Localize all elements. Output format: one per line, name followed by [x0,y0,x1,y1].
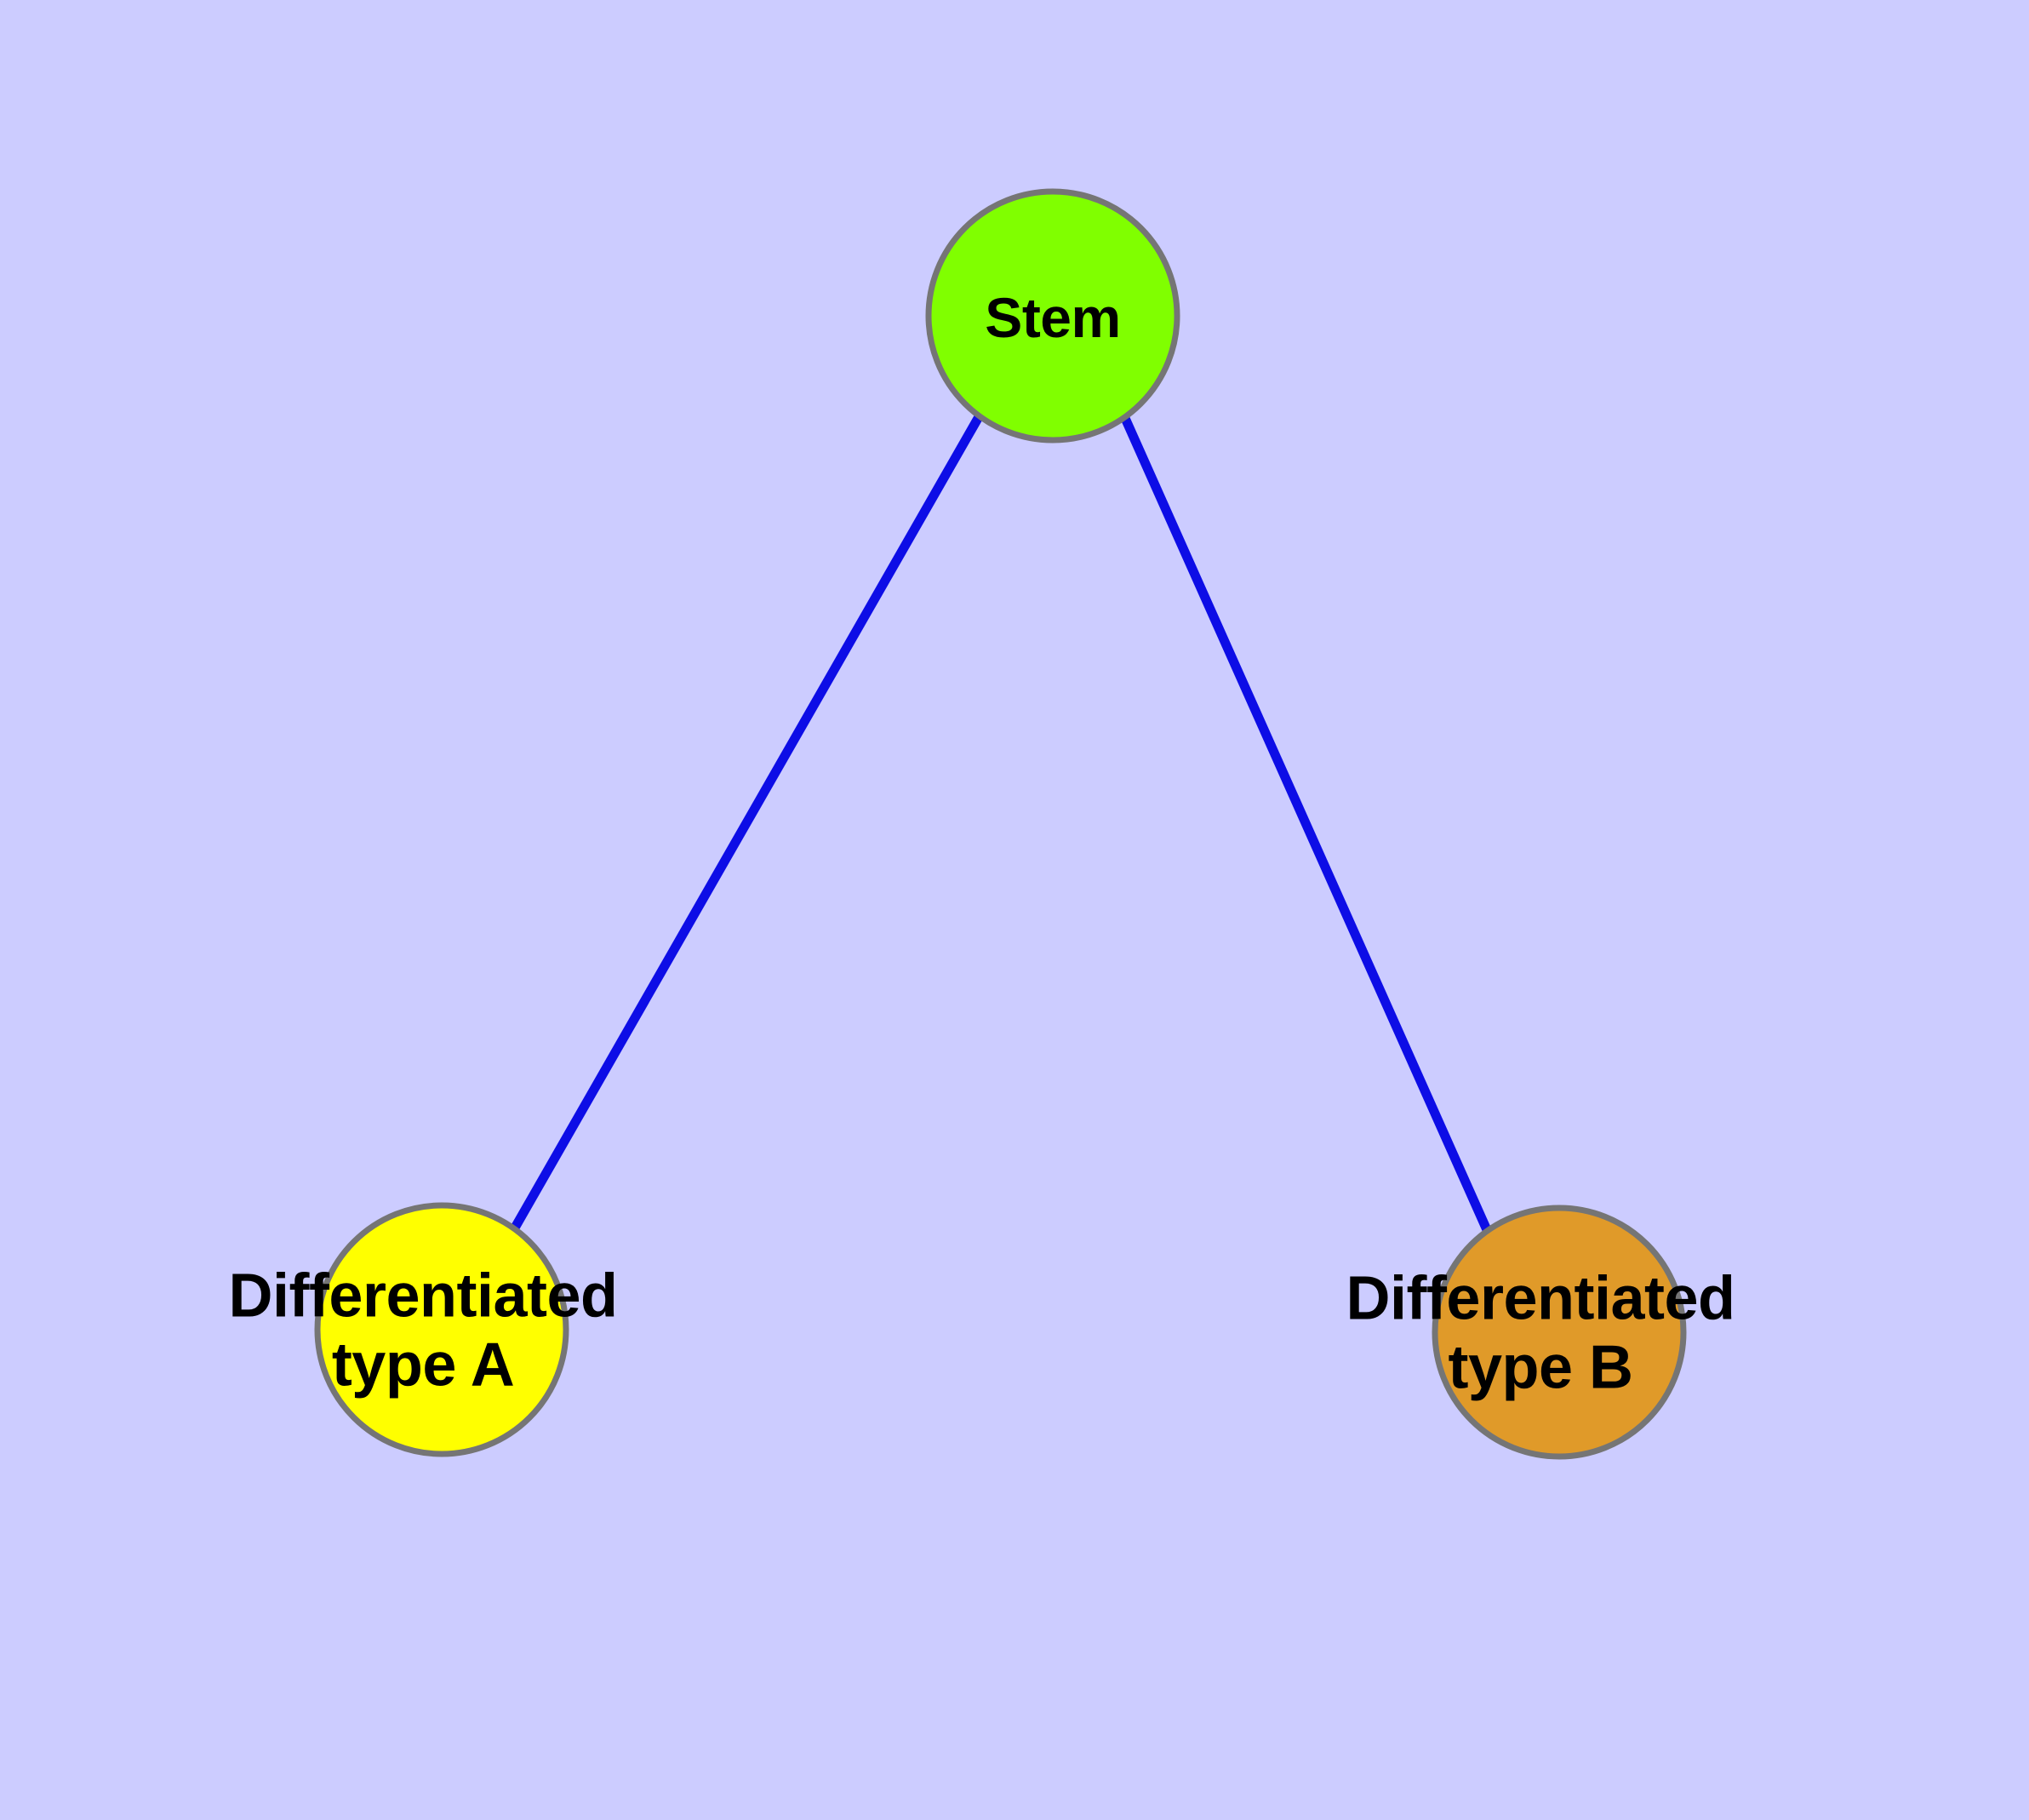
edge-stem-diff-b[interactable] [1119,414,1493,1234]
edges-group [510,413,1493,1234]
edge-stem-diff-a[interactable] [510,413,984,1232]
node-stem[interactable] [925,188,1180,444]
node-diff-b[interactable] [1432,1205,1687,1460]
nodes-group [314,188,1687,1460]
node-diff-a[interactable] [314,1202,569,1457]
